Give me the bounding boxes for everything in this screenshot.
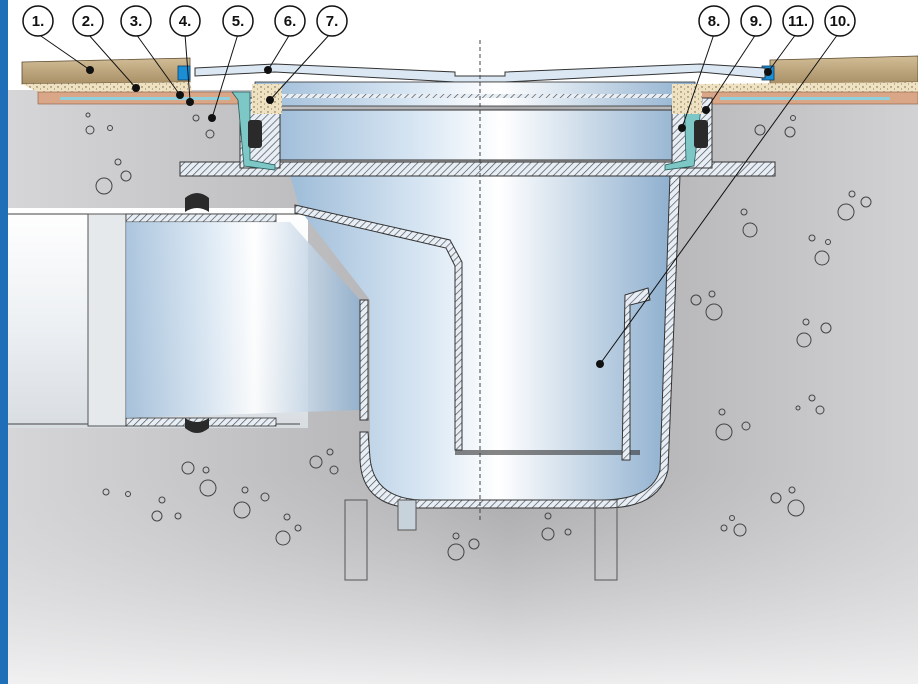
grating: [194, 63, 766, 83]
pipe-seal-top: [185, 193, 209, 212]
mortar-bed-left: [22, 82, 192, 92]
callout-5: 5.: [222, 5, 254, 37]
callout-label: 3.: [130, 13, 143, 30]
pipe-seal-bottom: [185, 418, 209, 433]
callout-dots: [86, 66, 772, 368]
support-right: [594, 499, 618, 581]
callout-3: 3.: [120, 5, 152, 37]
membrane-strip-right: [720, 97, 890, 100]
mortar-bed-right: [700, 82, 918, 92]
callout-10: 10.: [824, 5, 856, 37]
callout-label: 8.: [708, 13, 721, 30]
callout-2: 2.: [72, 5, 104, 37]
callout-9: 9.: [740, 5, 772, 37]
callout-7: 7.: [316, 5, 348, 37]
callout-1: 1.: [22, 5, 54, 37]
membrane-strip-left: [60, 97, 230, 100]
callout-label: 10.: [830, 13, 851, 30]
callout-label: 2.: [82, 13, 95, 30]
callout-8: 8.: [698, 5, 730, 37]
frame-bar: [0, 0, 8, 684]
aggregate-bubbles: [85, 112, 872, 561]
o-ring-right: [694, 120, 708, 148]
adhesive-right: [672, 84, 702, 114]
inner-weir: [359, 299, 369, 421]
callout-label: 7.: [326, 13, 339, 30]
callout-label: 6.: [284, 13, 297, 30]
o-ring-left: [248, 120, 262, 148]
callout-11: 11.: [782, 5, 814, 37]
membrane-wrap-left: [231, 91, 276, 171]
callout-label: 5.: [232, 13, 245, 30]
callout-label: 1.: [32, 13, 45, 30]
outlet-inner: [126, 222, 360, 418]
blue-seal-left: [177, 65, 191, 81]
callout-label: 11.: [788, 13, 808, 30]
drain-flange: [179, 161, 776, 177]
callout-6: 6.: [274, 5, 306, 37]
callout-label: 4.: [179, 13, 192, 30]
support-left: [344, 499, 368, 581]
pipe-socket: [87, 213, 127, 427]
callout-label: 9.: [750, 13, 763, 30]
callout-4: 4.: [169, 5, 201, 37]
odour-trap-insert: [621, 287, 651, 461]
callout-leaders: [37, 33, 839, 365]
tile-left: [21, 57, 191, 85]
tile-right: [769, 55, 918, 85]
drain-body-wall: [359, 174, 681, 509]
